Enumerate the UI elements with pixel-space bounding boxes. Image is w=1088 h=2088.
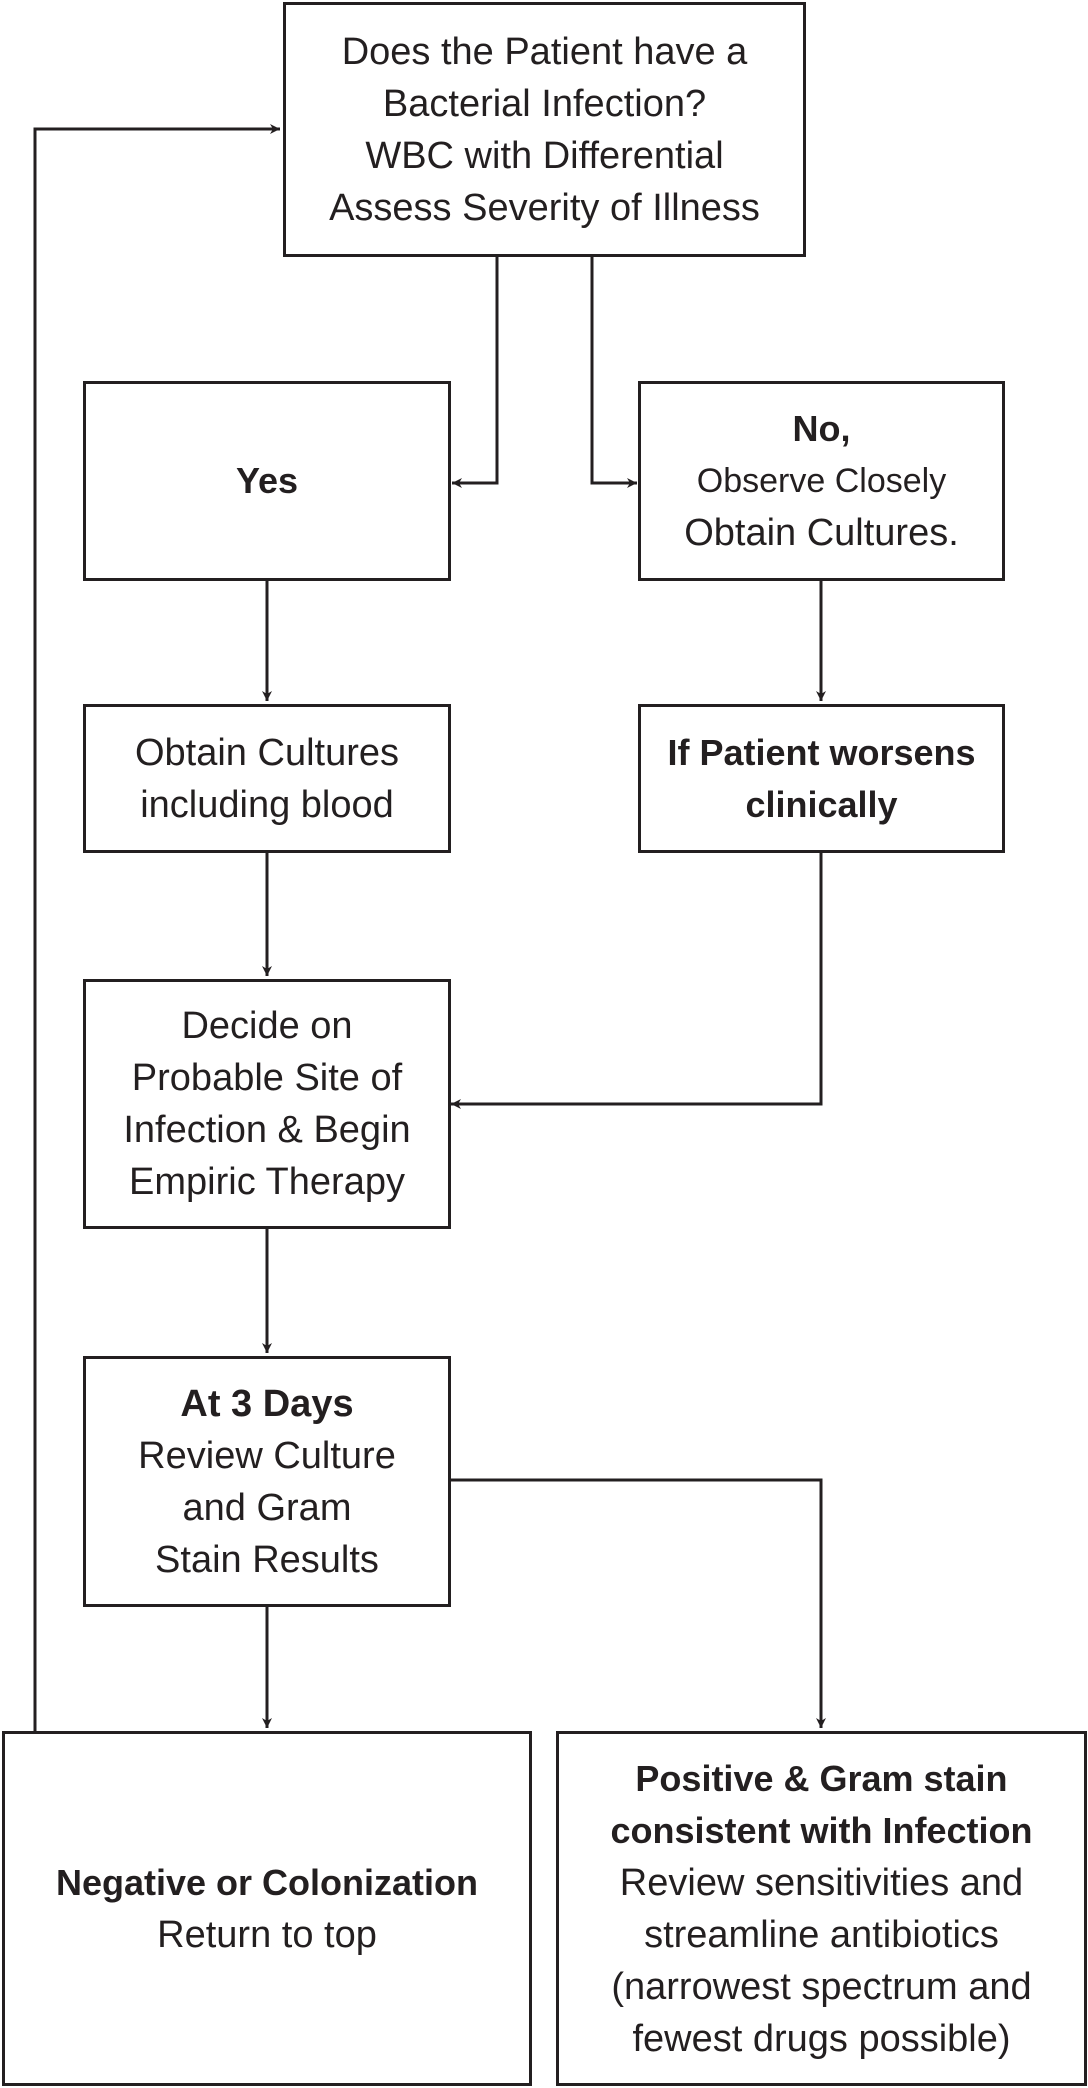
review-title: At 3 Days — [180, 1382, 354, 1425]
no-line-1: Observe Closely — [696, 462, 947, 500]
edge-question-to-yes — [452, 257, 499, 488]
positive-line-4: fewest drugs possible) — [632, 2017, 1011, 2060]
question-line-4: Assess Severity of Illness — [329, 186, 760, 229]
positive-line-2: streamline antibiotics — [644, 1913, 999, 1956]
positive-title-line-1: Positive & Gram stain — [635, 1757, 1008, 1799]
question-line-1: Does the Patient have a — [341, 30, 748, 73]
edge-review-to-positive — [451, 1478, 826, 1728]
positive-line-3: (narrowest spectrum and — [611, 1965, 1032, 2008]
positive-title-line-2: consistent with Infection — [610, 1809, 1033, 1851]
yes-box: Yes — [83, 381, 451, 581]
decide-line-1: Decide on — [181, 1005, 353, 1047]
decide-line-4: Empiric Therapy — [129, 1161, 405, 1203]
decide-box: Decide on Probable Site of Infection & B… — [83, 979, 451, 1229]
obtain-cultures-line-2: including blood — [140, 783, 394, 826]
worsens-box: If Patient worsens clinically — [638, 704, 1005, 853]
review-line-2: and Gram — [182, 1486, 352, 1529]
review-line-3: Stain Results — [155, 1538, 379, 1581]
obtain-cultures-box: Obtain Cultures including blood — [83, 704, 451, 853]
question-line-2: Bacterial Infection? — [382, 82, 707, 125]
negative-title: Negative or Colonization — [55, 1861, 479, 1903]
review-box: At 3 Days Review Culture and Gram Stain … — [83, 1356, 451, 1607]
no-box: No, Observe Closely Obtain Cultures. — [638, 381, 1005, 581]
negative-line-1: Return to top — [157, 1913, 377, 1956]
decide-line-3: Infection & Begin — [123, 1109, 411, 1151]
yes-title: Yes — [235, 460, 299, 501]
negative-box: Negative or Colonization Return to top — [2, 1731, 532, 2086]
positive-box: Positive & Gram stain consistent with In… — [556, 1731, 1087, 2086]
edge-negative-to-question — [33, 124, 280, 1731]
review-line-1: Review Culture — [138, 1434, 396, 1477]
no-line-2: Obtain Cultures. — [684, 512, 959, 554]
edge-question-to-no — [590, 257, 637, 488]
no-title: No, — [792, 408, 851, 449]
decide-line-2: Probable Site of — [131, 1057, 403, 1099]
question-line-3: WBC with Differential — [365, 134, 724, 177]
positive-line-1: Review sensitivities and — [619, 1861, 1024, 1904]
question-box: Does the Patient have a Bacterial Infect… — [283, 2, 806, 257]
worsens-line-2: clinically — [745, 783, 898, 825]
edge-worsens-to-decide — [451, 853, 823, 1109]
obtain-cultures-line-1: Obtain Cultures — [134, 731, 399, 774]
worsens-line-1: If Patient worsens — [667, 731, 976, 773]
